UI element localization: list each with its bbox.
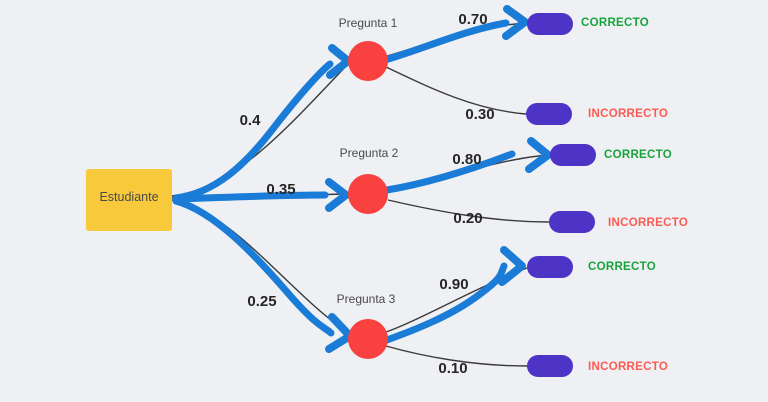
question2-node [348, 174, 388, 214]
arrowhead-q3-correct-icon [498, 246, 526, 286]
arrow-root-to-q1 [172, 60, 334, 202]
root-node-label: Estudiante [99, 190, 158, 204]
label-q2-correct: CORRECTO [604, 149, 672, 161]
arrowhead-q1-correct-icon [502, 5, 529, 40]
arrowhead-q2-correct-icon [525, 137, 552, 173]
question1-label: Pregunta 1 [339, 16, 398, 30]
root-node-estudiante [86, 169, 172, 231]
prob-q2-correct: 0.80 [452, 151, 481, 168]
outcome-pill-q1-correct [527, 13, 573, 35]
outcome-pill-q3-incorrect [527, 355, 573, 377]
arrow-q2-to-correct [383, 150, 516, 194]
prob-q1-correct: 0.70 [458, 11, 487, 28]
question3-label: Pregunta 3 [337, 292, 396, 306]
outcome-pill-q2-incorrect [549, 211, 595, 233]
question2-label: Pregunta 2 [340, 146, 399, 160]
arrow-q1-to-correct [381, 19, 510, 64]
edge-q2-to-incorrect [387, 199, 550, 223]
label-q3-incorrect: INCORRECTO [588, 361, 668, 373]
prob-q3-incorrect: 0.10 [438, 360, 467, 377]
label-q3-correct: CORRECTO [588, 261, 656, 273]
label-q1-incorrect: INCORRECTO [588, 108, 668, 120]
tree-nodes: Estudiante Pregunta 1 Pregunta 2 Pregunt… [86, 13, 596, 377]
probability-labels: 0.4 0.35 0.25 0.70 0.30 0.80 0.20 0.90 0… [240, 11, 495, 377]
label-q2-incorrect: INCORRECTO [608, 217, 688, 229]
arrow-root-to-q3 [172, 197, 335, 337]
question3-node [348, 319, 388, 359]
arrow-q3-to-correct [380, 262, 508, 345]
prob-root-q2: 0.35 [266, 181, 295, 198]
arrowhead-q2-icon [325, 178, 350, 212]
prob-root-q1: 0.4 [240, 112, 262, 129]
label-q1-correct: CORRECTO [581, 17, 649, 29]
outcome-labels: CORRECTO INCORRECTO CORRECTO INCORRECTO … [581, 17, 688, 373]
prob-q1-incorrect: 0.30 [465, 106, 494, 123]
outcome-pill-q3-correct [527, 256, 573, 278]
edge-q3-to-incorrect [385, 345, 528, 367]
prob-q3-correct: 0.90 [439, 276, 468, 293]
prob-q2-incorrect: 0.20 [453, 210, 482, 227]
arrow-root-to-q2 [172, 191, 329, 203]
edge-q1-to-incorrect [385, 66, 527, 115]
prob-root-q3: 0.25 [247, 293, 276, 310]
outcome-pill-q2-correct [550, 144, 596, 166]
outcome-pill-q1-incorrect [526, 103, 572, 125]
question1-node [348, 41, 388, 81]
